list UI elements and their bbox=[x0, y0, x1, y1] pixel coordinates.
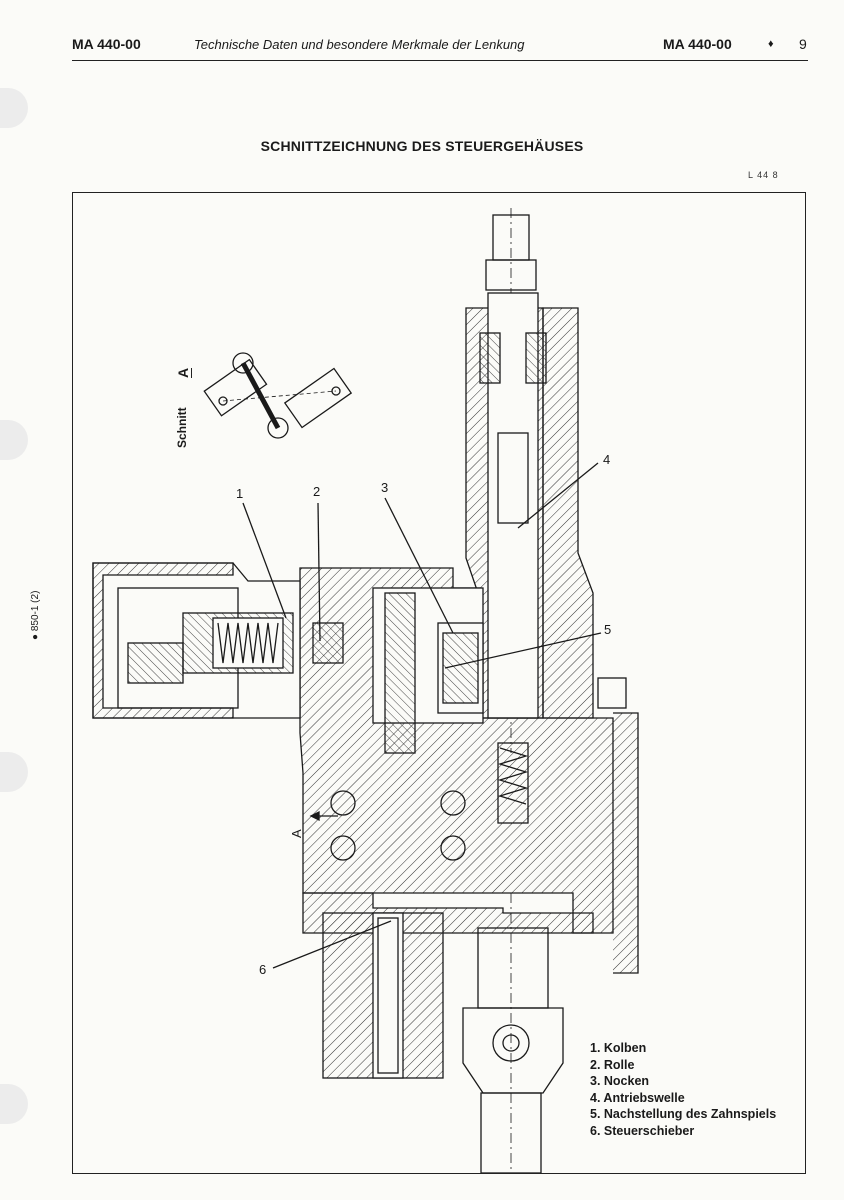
figure-ref: L 44 8 bbox=[748, 170, 779, 180]
doc-code-left: MA 440-00 bbox=[72, 36, 141, 52]
arrow-label: A bbox=[289, 829, 304, 838]
legend-item: 2. Rolle bbox=[590, 1057, 635, 1072]
side-code: ● 850-1 (2) bbox=[30, 590, 41, 640]
legend-item: 1. Kolben bbox=[590, 1041, 647, 1055]
header-rule bbox=[72, 60, 808, 61]
callout-5: 5 bbox=[604, 622, 612, 637]
legend-item: 3. Nocken bbox=[590, 1074, 650, 1088]
binder-hole-1 bbox=[0, 88, 28, 128]
section-letter: A bbox=[175, 367, 192, 378]
callout-6: 6 bbox=[259, 962, 267, 977]
steering-box-cross-section bbox=[92, 208, 639, 1173]
section-label: Schnitt bbox=[175, 407, 189, 448]
callout-4: 4 bbox=[603, 452, 611, 467]
doc-code-right: MA 440-00 bbox=[663, 36, 732, 52]
callout-3: 3 bbox=[381, 480, 389, 495]
drawing-frame bbox=[72, 192, 806, 1174]
binder-hole-4 bbox=[0, 1084, 28, 1124]
section-title: Technische Daten und besondere Merkmale … bbox=[194, 37, 525, 52]
diamond-icon: ♦ bbox=[768, 38, 774, 50]
page-number: 9 bbox=[799, 36, 807, 52]
page-title: SCHNITTZEICHNUNG DES STEUERGEHÄUSES bbox=[260, 138, 584, 154]
legend-item: 6. Steuerschieber bbox=[590, 1123, 695, 1138]
binder-hole-3 bbox=[0, 752, 28, 792]
legend-item: 4. Antriebswelle bbox=[590, 1090, 685, 1105]
callout-2: 2 bbox=[313, 484, 321, 499]
callout-1: 1 bbox=[236, 486, 244, 501]
legend-item: 5. Nachstellung des Zahnspiels bbox=[590, 1107, 777, 1121]
legend: 1. Kolben 2. Rolle 3. Nocken 4. Antriebs… bbox=[590, 1040, 776, 1139]
binder-hole-2 bbox=[0, 420, 28, 460]
